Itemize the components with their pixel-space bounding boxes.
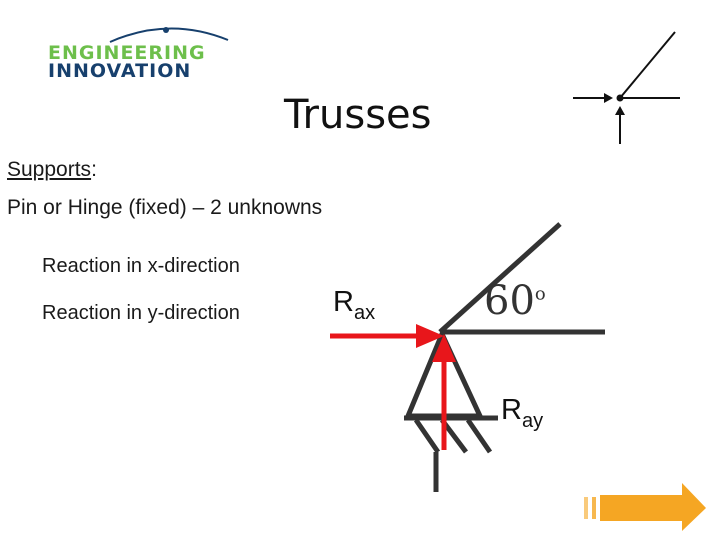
next-arrow-icon[interactable] (578, 479, 708, 531)
diagonal-member (438, 222, 562, 334)
supports-heading: Supports: (7, 158, 97, 182)
ray-arrowhead (432, 334, 456, 362)
logo-text-innovation: INNOVATION (48, 60, 192, 82)
ray-label: Ray (501, 394, 544, 432)
reaction-y-text: Reaction in y-direction (42, 302, 240, 324)
logo-text-engineering: ENGINEERING (48, 42, 206, 64)
logo-arc-icon (109, 27, 229, 43)
force-diagram-icon (573, 31, 680, 144)
rax-label: Rax (333, 286, 376, 324)
supports-colon: : (91, 158, 97, 181)
rax-arrowhead (416, 324, 444, 348)
pin-hinge-text: Pin or Hinge (fixed) – 2 unknowns (7, 196, 323, 219)
logo: ENGINEERING INNOVATION (44, 22, 234, 82)
pin-support-diagram (330, 222, 605, 492)
angle-label: 60o (484, 278, 546, 324)
reaction-x-text: Reaction in x-direction (42, 255, 240, 277)
ground-hatching (413, 418, 493, 454)
page-title: Trusses (284, 92, 432, 138)
supports-label: Supports (7, 158, 92, 181)
